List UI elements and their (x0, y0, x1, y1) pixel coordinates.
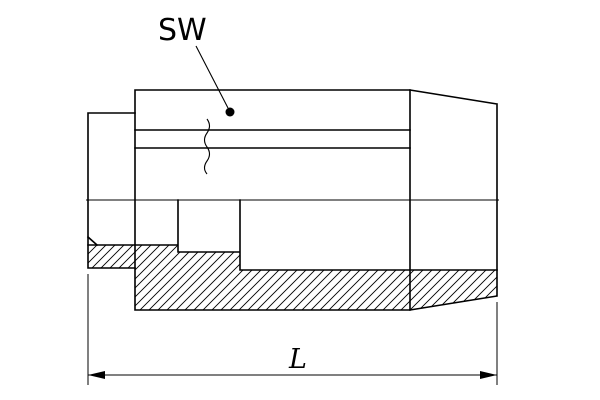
dimension-label: L (288, 344, 307, 375)
sw-leader-line (195, 45, 229, 109)
bore-entry-chamfer (86, 235, 99, 247)
length-dimension: L (87, 274, 498, 385)
part-outline (86, 89, 498, 311)
sw-leader-dot (225, 107, 235, 117)
dimension-arrow-right (480, 371, 497, 379)
hex-body-outline (134, 89, 411, 311)
taper-end-outline (409, 89, 498, 311)
dimension-arrow-left (88, 371, 105, 379)
bore-profile (87, 199, 498, 271)
left-end-outline (87, 112, 136, 269)
hex-flat-lines (134, 129, 411, 149)
thread-runout-squiggle (203, 118, 211, 175)
section-hatch (88, 245, 497, 310)
sw-label: SW (158, 13, 207, 48)
